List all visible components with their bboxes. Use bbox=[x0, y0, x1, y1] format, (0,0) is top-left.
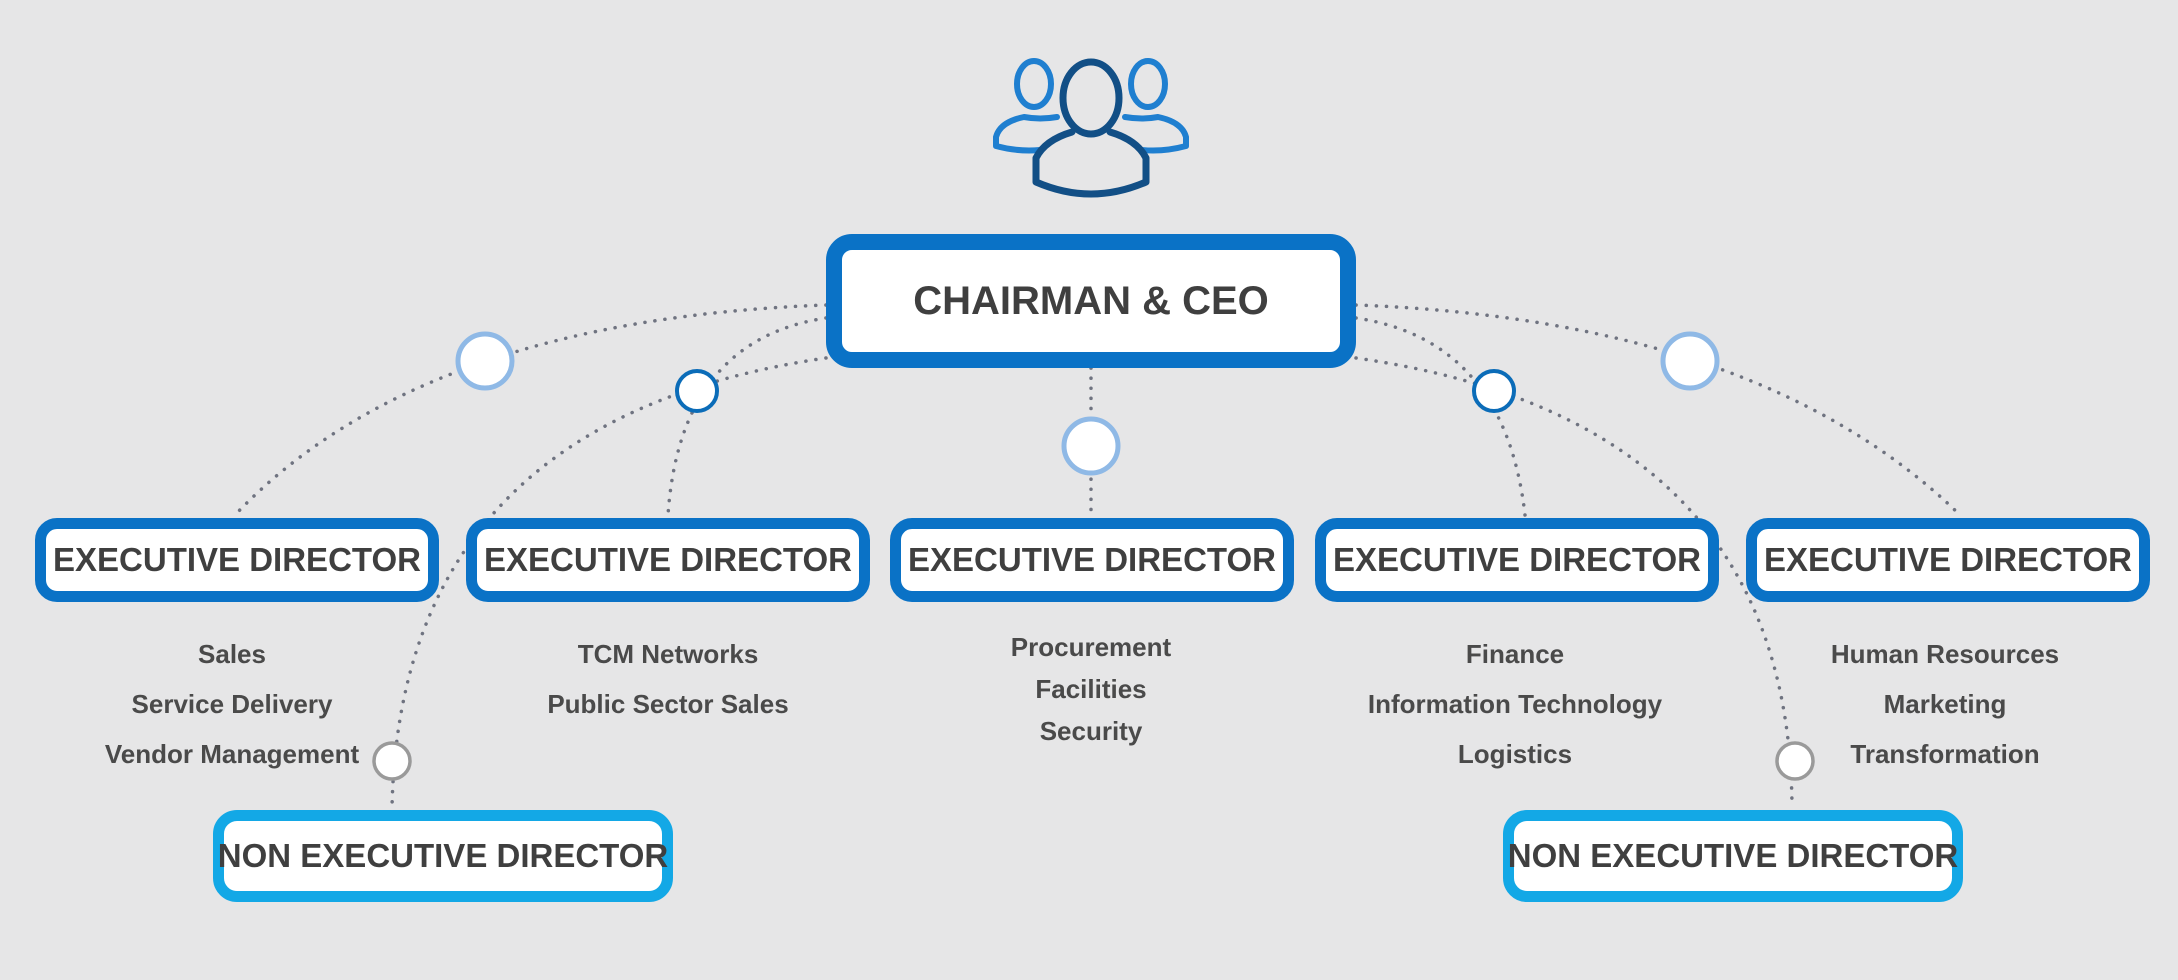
department-item: Finance bbox=[1465, 639, 1565, 669]
node-circle bbox=[1775, 741, 1815, 781]
department-item: Marketing bbox=[1883, 689, 2007, 719]
department-item: Logistics bbox=[1457, 739, 1573, 769]
node-circle bbox=[455, 331, 515, 391]
department-item: Sales bbox=[198, 639, 266, 669]
node-circle bbox=[1472, 369, 1516, 413]
executive-director-title: EXECUTIVE DIRECTOR bbox=[1333, 541, 1701, 578]
people-group-icon bbox=[993, 58, 1189, 198]
department-item: Public Sector Sales bbox=[547, 689, 789, 719]
department-item: Transformation bbox=[1850, 739, 2040, 769]
department-list-1: Sales Service Delivery Vendor Management bbox=[62, 629, 402, 779]
department-list-5: Human Resources Marketing Transformation bbox=[1800, 629, 2090, 779]
executive-director-box-1[interactable]: EXECUTIVE DIRECTOR bbox=[35, 518, 439, 602]
non-executive-director-box-1[interactable]: NON EXECUTIVE DIRECTOR bbox=[213, 810, 673, 902]
node-circle bbox=[675, 369, 719, 413]
executive-director-title: EXECUTIVE DIRECTOR bbox=[908, 541, 1276, 578]
executive-director-box-5[interactable]: EXECUTIVE DIRECTOR bbox=[1746, 518, 2150, 602]
node-circle bbox=[1660, 331, 1720, 391]
connector-ceo-nonexec-2 bbox=[1354, 356, 1794, 810]
connector-ceo-exec-5 bbox=[1354, 303, 1962, 517]
executive-director-box-2[interactable]: EXECUTIVE DIRECTOR bbox=[466, 518, 870, 602]
department-item: Information Technology bbox=[1367, 689, 1663, 719]
ceo-box[interactable]: CHAIRMAN & CEO bbox=[826, 234, 1356, 368]
non-executive-director-box-2[interactable]: NON EXECUTIVE DIRECTOR bbox=[1503, 810, 1963, 902]
executive-director-box-3[interactable]: EXECUTIVE DIRECTOR bbox=[890, 518, 1294, 602]
executive-director-title: EXECUTIVE DIRECTOR bbox=[484, 541, 852, 578]
connector-ceo-exec-2 bbox=[666, 316, 828, 517]
department-item: Vendor Management bbox=[104, 739, 360, 769]
department-list-3: Procurement Facilities Security bbox=[951, 626, 1231, 752]
connector-ceo-exec-1 bbox=[233, 303, 828, 517]
connector-ceo-exec-4 bbox=[1354, 316, 1527, 517]
department-list-2: TCM Networks Public Sector Sales bbox=[508, 629, 828, 729]
node-circle bbox=[372, 741, 412, 781]
department-item: Facilities bbox=[1035, 674, 1147, 704]
node-circle bbox=[1061, 416, 1121, 476]
ceo-title: CHAIRMAN & CEO bbox=[913, 278, 1269, 323]
department-item: Procurement bbox=[1010, 632, 1172, 662]
non-executive-director-title: NON EXECUTIVE DIRECTOR bbox=[1507, 837, 1959, 874]
department-list-4: Finance Information Technology Logistics bbox=[1345, 629, 1685, 779]
executive-director-title: EXECUTIVE DIRECTOR bbox=[53, 541, 421, 578]
department-item: TCM Networks bbox=[577, 639, 759, 669]
executive-director-title: EXECUTIVE DIRECTOR bbox=[1764, 541, 2132, 578]
department-item: Human Resources bbox=[1830, 639, 2060, 669]
department-item: Service Delivery bbox=[131, 689, 333, 719]
executive-director-box-4[interactable]: EXECUTIVE DIRECTOR bbox=[1315, 518, 1719, 602]
department-item: Security bbox=[1039, 716, 1143, 746]
non-executive-director-title: NON EXECUTIVE DIRECTOR bbox=[217, 837, 669, 874]
